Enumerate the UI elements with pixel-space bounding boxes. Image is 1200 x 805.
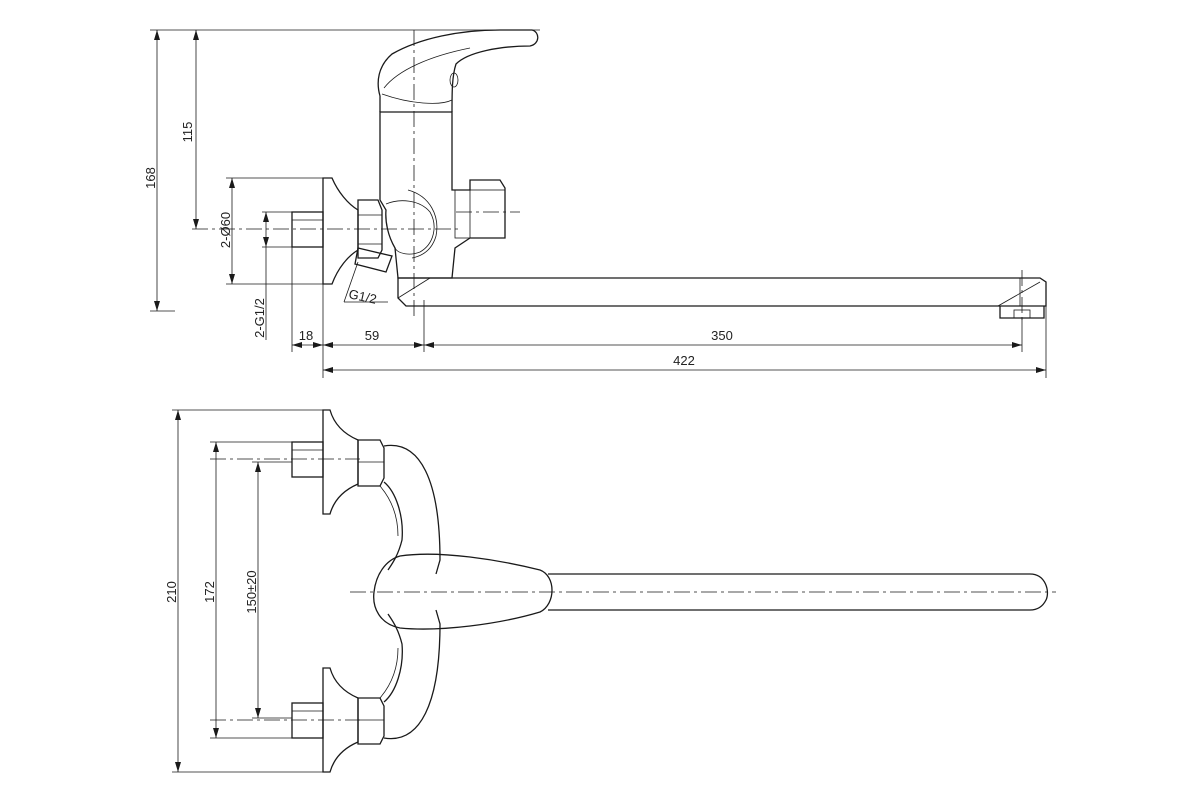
side-view: 168 115 2-Ø60 2-G1/2 G1/2 18 59 350 (143, 29, 1047, 378)
dim-172: 172 (202, 581, 217, 603)
dim-350: 350 (711, 328, 733, 343)
top-flange-upper (322, 409, 359, 515)
top-nut-lower (357, 697, 385, 745)
top-nut-upper (357, 439, 385, 487)
upper-arm (383, 444, 441, 575)
dim-flange-diameter: 2-Ø60 (218, 212, 233, 248)
top-connector-upper (291, 441, 324, 478)
dim-18: 18 (299, 328, 313, 343)
hex-nut (357, 199, 383, 259)
top-handle (373, 553, 553, 630)
lower-nut (354, 247, 393, 273)
dim-nut-thread: G1/2 (347, 286, 378, 307)
top-spout (548, 573, 1049, 611)
dim-thread-connection: 2-G1/2 (252, 298, 267, 338)
lower-arm (383, 609, 441, 740)
lever-handle (377, 29, 539, 113)
dim-150: 150±20 (244, 570, 259, 613)
top-view: 210 172 150±20 (164, 409, 1056, 773)
dim-422: 422 (673, 353, 695, 368)
spout (397, 277, 1047, 307)
dim-115: 115 (180, 122, 195, 143)
dim-168: 168 (143, 167, 158, 189)
top-connector-lower (291, 702, 324, 739)
dim-59: 59 (365, 328, 379, 343)
mixer-body (379, 111, 506, 279)
wall-flange-profile (322, 177, 359, 285)
dim-210: 210 (164, 581, 179, 603)
eccentric-connector (291, 211, 324, 248)
